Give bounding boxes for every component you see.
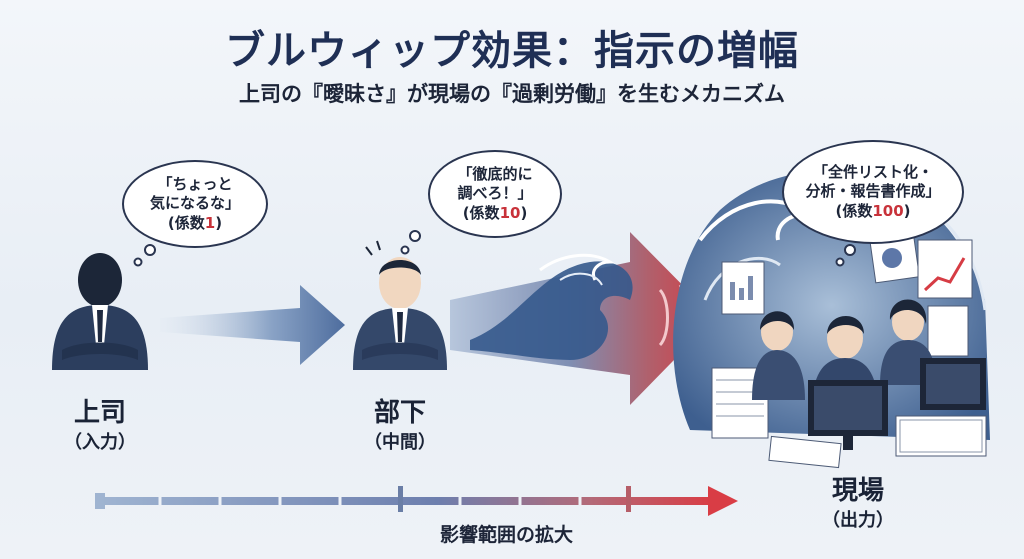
bubble-line: 「徹底的に xyxy=(457,164,533,183)
impact-axis xyxy=(95,486,738,516)
page-title: ブルウィップ効果：指示の増幅 xyxy=(225,28,799,74)
coefficient-value: 1 xyxy=(204,213,216,232)
arrow-boss-to-sub xyxy=(160,285,345,365)
field-workers-scene xyxy=(711,224,987,469)
bubble-line: 分析・報告書作成」 xyxy=(805,182,941,201)
bubble-line: 「全件リスト化・ xyxy=(812,162,933,181)
role-label-field: 現場 xyxy=(831,476,884,506)
bubble-tails xyxy=(133,230,856,267)
subordinate-figure xyxy=(353,240,447,370)
speech-bubble-boss: 「ちょっと 気になるな」 (係数1) xyxy=(122,160,268,248)
role-label-boss: 上司 xyxy=(73,398,126,428)
coefficient-label: (係数1) xyxy=(167,213,223,232)
coefficient-value: 10 xyxy=(499,203,521,222)
speech-bubble-field: 「全件リスト化・ 分析・報告書作成」 (係数100) xyxy=(782,140,964,244)
coefficient-label: (係数10) xyxy=(462,203,528,222)
boss-figure xyxy=(52,253,148,370)
role-label-subordinate: 部下 xyxy=(373,398,426,428)
bubble-line: 調べろ！」 xyxy=(457,184,533,203)
coefficient-label: (係数100) xyxy=(835,201,911,220)
axis-label: 影響範囲の拡大 xyxy=(440,524,574,546)
role-sub-boss: （入力） xyxy=(64,432,136,453)
bubble-line: 気になるな」 xyxy=(149,194,240,213)
bubble-line: 「ちょっと xyxy=(157,174,233,193)
speech-bubble-subordinate: 「徹底的に 調べろ！」 (係数10) xyxy=(428,150,562,238)
coefficient-value: 100 xyxy=(872,201,904,220)
role-sub-field: （出力） xyxy=(822,510,894,531)
role-sub-subordinate: （中間） xyxy=(364,432,436,453)
page-subtitle: 上司の『曖昧さ』が現場の『過剰労働』を生むメカニズム xyxy=(239,82,785,106)
